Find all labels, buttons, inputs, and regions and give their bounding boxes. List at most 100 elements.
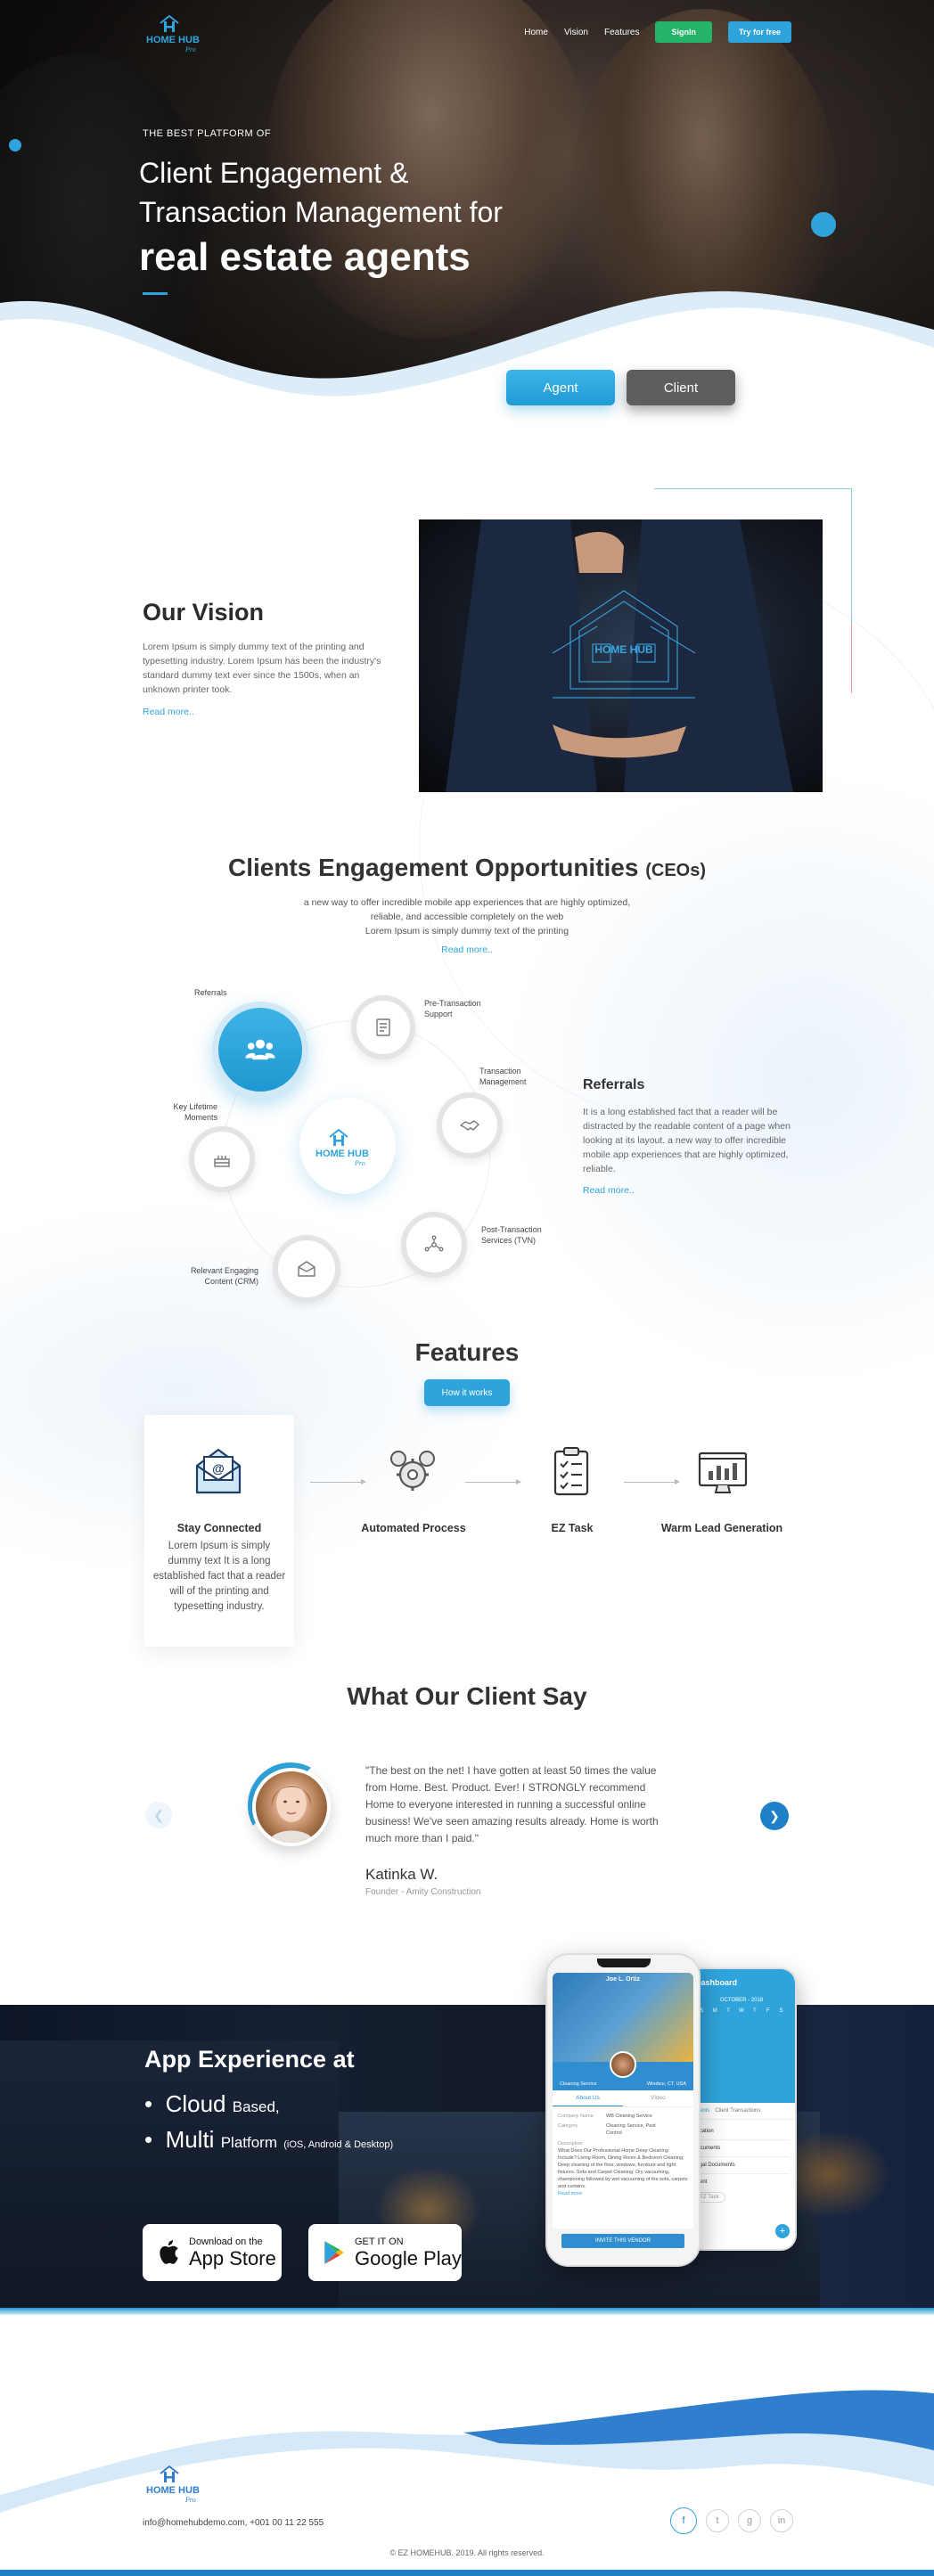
gears-icon: [385, 1443, 440, 1499]
client-button[interactable]: Client: [627, 370, 735, 405]
app-bullet-small: Based,: [232, 2098, 280, 2115]
footer-brand-tagline: Pro: [184, 2496, 196, 2504]
linkedin-icon[interactable]: in: [770, 2509, 793, 2532]
node-key-lifetime-moments[interactable]: [189, 1126, 255, 1192]
cake-icon: [214, 1156, 230, 1167]
prev-arrow-button[interactable]: ❮: [145, 1802, 172, 1828]
dashboard-list-item[interactable]: Legal Documents: [693, 2157, 790, 2174]
weekday: F: [766, 2008, 770, 2014]
footer-bottom-bar: [0, 2570, 934, 2576]
dashboard-list-item[interactable]: Documents: [693, 2140, 790, 2157]
tab-clients[interactable]: Clients: [693, 2108, 710, 2114]
try-free-button[interactable]: Try for free: [727, 21, 791, 43]
profile-name: Joe L. Ortiz: [605, 1976, 641, 1983]
people-icon: [245, 1039, 275, 1060]
app-title: App Experience at: [144, 2046, 355, 2073]
vision-title: Our Vision: [143, 599, 265, 626]
dashboard-list: Location Documents Legal Documents Clien…: [688, 2120, 795, 2206]
detail-value: WB Cleaning Service: [606, 2114, 652, 2119]
twitter-icon[interactable]: t: [706, 2509, 729, 2532]
dashboard-list-item[interactable]: Client: [693, 2174, 790, 2190]
google-play-bottom-text: Google Play: [355, 2246, 462, 2269]
node-label-referrals: Referrals: [194, 988, 227, 997]
dashboard-list-item[interactable]: Location: [693, 2123, 790, 2140]
ceo-title-suffix: (CEOs): [645, 861, 707, 880]
app-bullet-extra: (iOS, Android & Desktop): [283, 2139, 394, 2150]
ceo-title-text: Clients Engagement Opportunities: [227, 854, 639, 881]
footer-logo[interactable]: HOME HUB Pro: [143, 2459, 214, 2506]
footer-contact: info@homehubdemo.com, +001 00 11 22 555: [143, 2518, 324, 2528]
profile-tabs: About Us Video: [553, 2090, 693, 2107]
profile-cover: Joe L. Ortiz: [553, 1973, 693, 2062]
feature-description: Lorem Ipsum is simply dummy text It is a…: [152, 1541, 286, 1612]
detail-key: Category: [558, 2123, 578, 2129]
features-title: Features: [414, 1338, 520, 1366]
ceo-title: Clients Engagement Opportunities (CEOs): [0, 854, 934, 882]
monitor-chart-icon: [695, 1443, 750, 1499]
signin-button[interactable]: SignIn: [655, 21, 712, 43]
profile-avatar: [610, 2051, 636, 2078]
detail-key: Company Name: [558, 2114, 594, 2119]
description-label: Description: [558, 2141, 583, 2147]
hero-underline: [143, 292, 168, 295]
app-store-bottom-text: App Store: [189, 2246, 276, 2269]
vision-text: Lorem Ipsum is simply dummy text of the …: [143, 642, 381, 695]
app-store-top-text: Download on the: [189, 2236, 263, 2247]
ceo-read-more-text[interactable]: Read more..: [441, 945, 493, 955]
envelope-at-icon: @: [191, 1443, 246, 1499]
hero-headline-emphasis: real estate agents: [139, 235, 471, 279]
dashboard-title: Dashboard: [695, 1978, 738, 1987]
google-icon[interactable]: g: [738, 2509, 761, 2532]
nav-link-home[interactable]: Home: [524, 27, 548, 37]
ceo-subtitle-line: Lorem Ipsum is simply dummy text of the …: [365, 926, 569, 936]
brand-logo[interactable]: HOME HUB Pro: [143, 9, 214, 55]
flow-arrow: [310, 1479, 366, 1484]
google-play-top-text: GET IT ON: [355, 2236, 404, 2247]
app-bullet: • Multi Platform (iOS, Android & Desktop…: [144, 2126, 394, 2153]
node-referrals[interactable]: [212, 1002, 308, 1098]
agent-button[interactable]: Agent: [506, 370, 615, 405]
ceo-center-logo: HOME HUB Pro: [299, 1098, 396, 1194]
chevron-left-icon: ❮: [153, 1807, 164, 1822]
weekday: W: [739, 2008, 744, 2014]
weekday: S: [700, 2008, 704, 2014]
weekday: M: [712, 2008, 717, 2014]
nav-link-vision[interactable]: Vision: [563, 27, 588, 37]
tab-about-us[interactable]: About Us: [553, 2090, 623, 2106]
description-read-more[interactable]: Read more: [558, 2191, 583, 2196]
invite-vendor-button[interactable]: INVITE THIS VENDOR: [561, 2234, 684, 2248]
tab-client-transactions[interactable]: Client Transactions: [715, 2108, 761, 2114]
footer-brand-name: HOME HUB: [146, 2485, 200, 2496]
profile-details: Company Name WB Cleaning Service Category…: [553, 2107, 693, 2228]
node-relevant-content[interactable]: [273, 1235, 340, 1303]
referrals-detail-text: It is a long established fact that a rea…: [583, 1107, 791, 1174]
hero-wave: [0, 290, 934, 446]
referrals-read-more-link[interactable]: Read more..: [583, 1185, 635, 1196]
add-fab-button[interactable]: +: [775, 2224, 790, 2238]
nav-link-features[interactable]: Features: [604, 27, 640, 37]
node-label-key-lifetime: Key Lifetime Moments: [173, 1102, 217, 1122]
clipboard-task-icon: [544, 1443, 599, 1499]
tab-video[interactable]: Video: [651, 2095, 666, 2101]
description-text: What Does Our Professional Home Deep Cle…: [558, 2148, 688, 2189]
footer-wave: [0, 2390, 934, 2513]
node-label-pre-transaction: Pre-Transaction Support: [424, 999, 481, 1018]
top-nav: Home Vision Features SignIn Try for free: [524, 21, 791, 43]
handshake-icon: [460, 1120, 479, 1131]
feature-name: Stay Connected: [176, 1522, 262, 1534]
node-transaction-management[interactable]: [437, 1092, 503, 1158]
vision-read-more-link[interactable]: Read more..: [143, 707, 194, 717]
node-post-transaction[interactable]: [401, 1212, 467, 1278]
next-arrow-button[interactable]: ❯: [760, 1802, 789, 1830]
facebook-icon[interactable]: f: [670, 2507, 697, 2534]
app-bullet-big: Multi: [165, 2126, 215, 2153]
node-pre-transaction[interactable]: [351, 995, 415, 1059]
app-bullet-small: Platform: [220, 2134, 277, 2151]
hero-headline-line: Client Engagement &: [139, 157, 409, 189]
copyright: © EZ HOMEHUB. 2019. All rights reserved.: [389, 2548, 545, 2557]
how-it-works-button[interactable]: How it works: [424, 1379, 510, 1406]
